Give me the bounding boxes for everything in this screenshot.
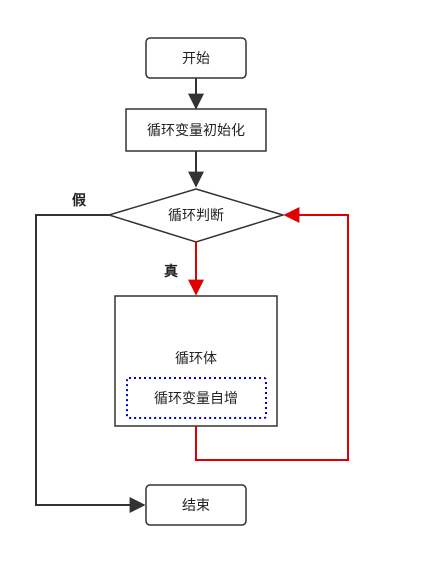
end-node-box <box>145 484 247 526</box>
loop-body-label: 循环体 <box>175 351 217 367</box>
condition-node-label: 循环判断 <box>168 208 224 224</box>
init-node-label: 循环变量初始化 <box>147 122 245 139</box>
init-node-box <box>125 108 267 152</box>
increment-box <box>126 377 267 419</box>
loop-body-node: 循环体 循环变量自增 <box>114 295 278 427</box>
init-node: 循环变量初始化 <box>125 108 267 152</box>
increment-label: 循环变量自增 <box>154 391 238 407</box>
true-branch-label: 真 <box>164 263 178 280</box>
loop-back-path <box>195 207 349 461</box>
false-branch-path <box>35 214 146 513</box>
start-node: 开始 <box>145 37 247 79</box>
start-node-label: 开始 <box>182 51 210 67</box>
increment-node: 循环变量自增 <box>126 377 267 419</box>
end-node-label: 结束 <box>182 498 210 514</box>
end-node: 结束 <box>145 484 247 526</box>
false-branch-label: 假 <box>72 192 87 209</box>
condition-node: 循环判断 <box>106 188 286 243</box>
